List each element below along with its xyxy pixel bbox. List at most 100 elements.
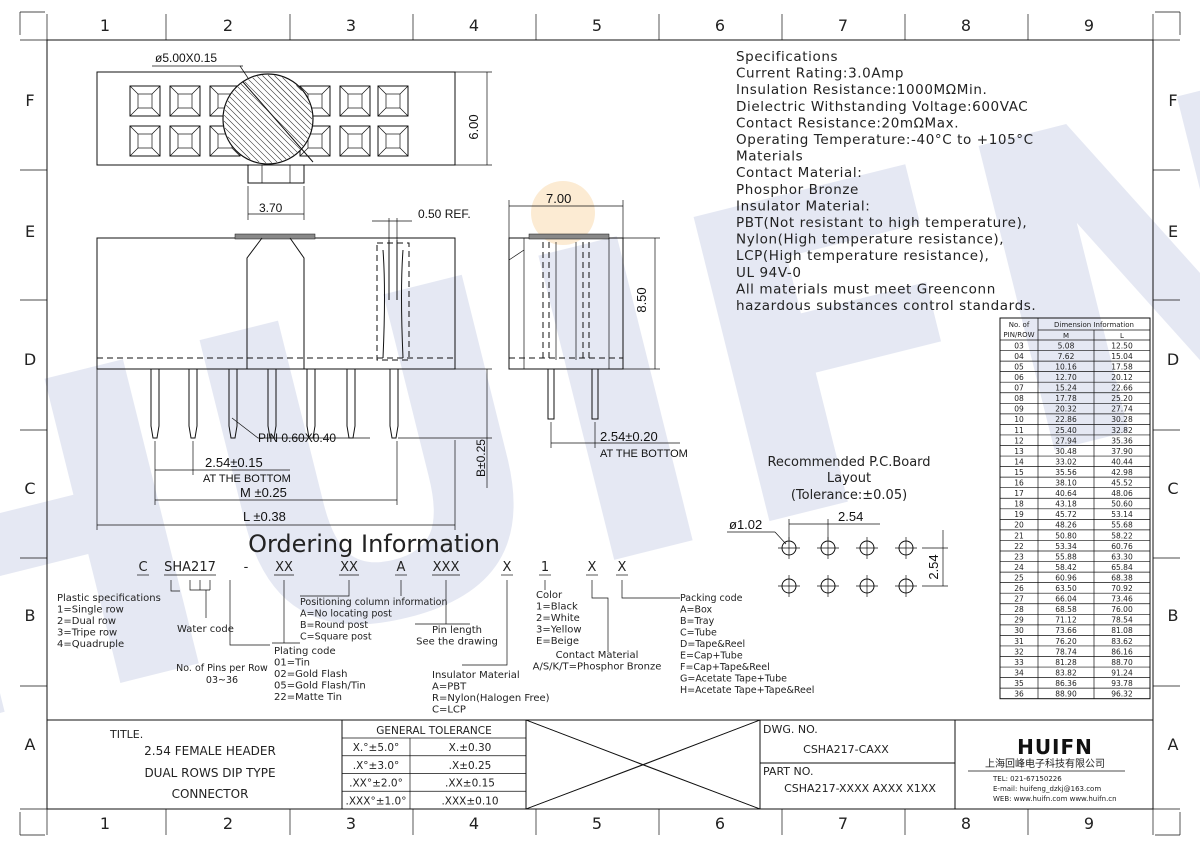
dim-table-cell: 03 [1014, 341, 1024, 350]
hatch-line [223, 120, 267, 164]
dim-table-cell: 10 [1014, 415, 1024, 424]
row-label-right: F [1168, 91, 1177, 110]
hatch-line [229, 96, 291, 158]
ordering-line: Plating code [274, 646, 336, 657]
pcb-title2: Layout [827, 471, 871, 486]
ordering-line: A=Box [680, 605, 712, 616]
dim-table-cell: 22.86 [1055, 415, 1077, 424]
ordering-line: 3=Yellow [536, 625, 582, 636]
dim-table-cell: 12.70 [1055, 373, 1077, 382]
m-dimension: M ±0.25 [240, 485, 287, 500]
spec-line: Dielectric Withstanding Voltage:600VAC [736, 99, 1028, 115]
tolerance-linear: .X±0.25 [449, 760, 492, 772]
contact-detail [376, 240, 410, 361]
column-label-top: 5 [592, 16, 602, 35]
tolerance-linear: .XX±0.15 [445, 778, 495, 790]
dim-table-cell: 48.06 [1111, 489, 1133, 498]
dim-table-cell: 12 [1014, 436, 1024, 445]
ordering-line: Positioning column information [300, 597, 448, 608]
column-label-bottom: 4 [469, 814, 479, 833]
dim-table-cell: 30 [1014, 626, 1024, 635]
column-label-bottom: 8 [961, 814, 971, 833]
column-label-top: 9 [1084, 16, 1094, 35]
column-label-top: 8 [961, 16, 971, 35]
title-block: TITLE. 2.54 FEMALE HEADER DUAL ROWS DIP … [47, 719, 1153, 810]
column-label-top: 2 [223, 16, 233, 35]
column-label-bottom: 2 [223, 814, 233, 833]
hatch-line [262, 75, 312, 125]
dim-table-cell: 78.74 [1055, 647, 1077, 656]
pitch2-note: AT THE BOTTOM [600, 448, 688, 460]
pcb-hole-cross [856, 537, 878, 559]
ordering-line: Color [536, 590, 563, 601]
dim-table-cell: 25.20 [1111, 394, 1133, 403]
dim-table-cell: 17.78 [1055, 394, 1077, 403]
spec-line: Contact Resistance:20mΩMax. [736, 115, 959, 131]
dim-table-cell: 81.28 [1055, 658, 1077, 667]
dim-table-cell: 15.24 [1055, 384, 1077, 393]
dim-table-cell: 43.18 [1055, 500, 1077, 509]
ordering-line: H=Acetate Tape+Tape&Reel [680, 685, 814, 696]
dwg-no-value: CSHA217-CAXX [803, 743, 889, 756]
dim-table-cell: 76.20 [1055, 637, 1077, 646]
dim-table-cell: 27.94 [1055, 436, 1077, 445]
hatch-line [244, 81, 306, 143]
ordering-line: C=LCP [432, 705, 466, 716]
pcb-hole-cross [856, 575, 878, 597]
ordering-line: B=Tray [680, 616, 715, 627]
order-code-part: A [397, 560, 406, 575]
dim-table-cell: 04 [1014, 352, 1024, 361]
dim-table-cell: 35.56 [1055, 468, 1077, 477]
ordering-line: E=Cap+Tube [680, 651, 743, 662]
ordering-line: No. of Pins per Row [176, 663, 268, 674]
dim-table-cell: 27 [1014, 595, 1024, 604]
ordering-line: Insulator Material [432, 670, 520, 681]
dim-table-cell: 25.40 [1055, 426, 1077, 435]
hatch-line [227, 100, 287, 160]
dim-table-cell: 34 [1014, 668, 1024, 677]
dim-table-cell: 33.02 [1055, 457, 1077, 466]
dim-table-cell: 91.24 [1111, 668, 1133, 677]
dim-table-cell: 78.54 [1111, 616, 1133, 625]
ref-050-dimension: 0.50 REF. [418, 207, 471, 221]
contact-cell-inner [137, 133, 153, 149]
spec-line: Specifications [736, 49, 838, 65]
dim-table-cell: 58.42 [1055, 563, 1077, 572]
hatch-line [252, 77, 310, 135]
hatch-line [248, 79, 308, 139]
ordering-line: F=Cap+Tape&Reel [680, 662, 770, 673]
contact-cell-inner [347, 93, 363, 109]
part-no-label: PART NO. [763, 765, 813, 778]
title-label: TITLE. [109, 728, 143, 741]
pcb-hole-cross [817, 575, 839, 597]
dim-table-cell: 30.48 [1055, 447, 1077, 456]
tolerance-head: GENERAL TOLERANCE [376, 725, 492, 737]
ordering-line: D=Tape&Reel [680, 639, 745, 650]
row-label-left: F [25, 91, 34, 110]
front-pin [228, 369, 238, 439]
contact-cell-bevel [129, 125, 161, 157]
hole-dimension: ø5.00X0.15 [155, 51, 217, 65]
dim-table-cell: 17 [1014, 489, 1024, 498]
ordering-line: 05=Gold Flash/Tin [274, 681, 366, 692]
contact-cell-inner [385, 133, 401, 149]
dim-table-cell: 60.96 [1055, 573, 1077, 582]
pcb-layout: Recommended P.C.Board Layout (Tolerance:… [727, 455, 948, 597]
pitch-dimension: 2.54±0.15 [205, 455, 263, 470]
hatch-line [267, 74, 313, 120]
hatch-line [237, 86, 301, 150]
dim-table-head: PIN/ROW [1003, 331, 1034, 339]
tolerance-linear: .XXX±0.10 [441, 795, 498, 807]
dim-table-cell: 14 [1014, 457, 1024, 466]
dim-table-cell: 93.78 [1111, 679, 1133, 688]
tolerance-linear: X.±0.30 [449, 742, 492, 754]
contact-cell-bevel [299, 85, 331, 117]
title-line-3: CONNECTOR [172, 787, 249, 801]
dim-table-cell: 24 [1014, 563, 1024, 572]
